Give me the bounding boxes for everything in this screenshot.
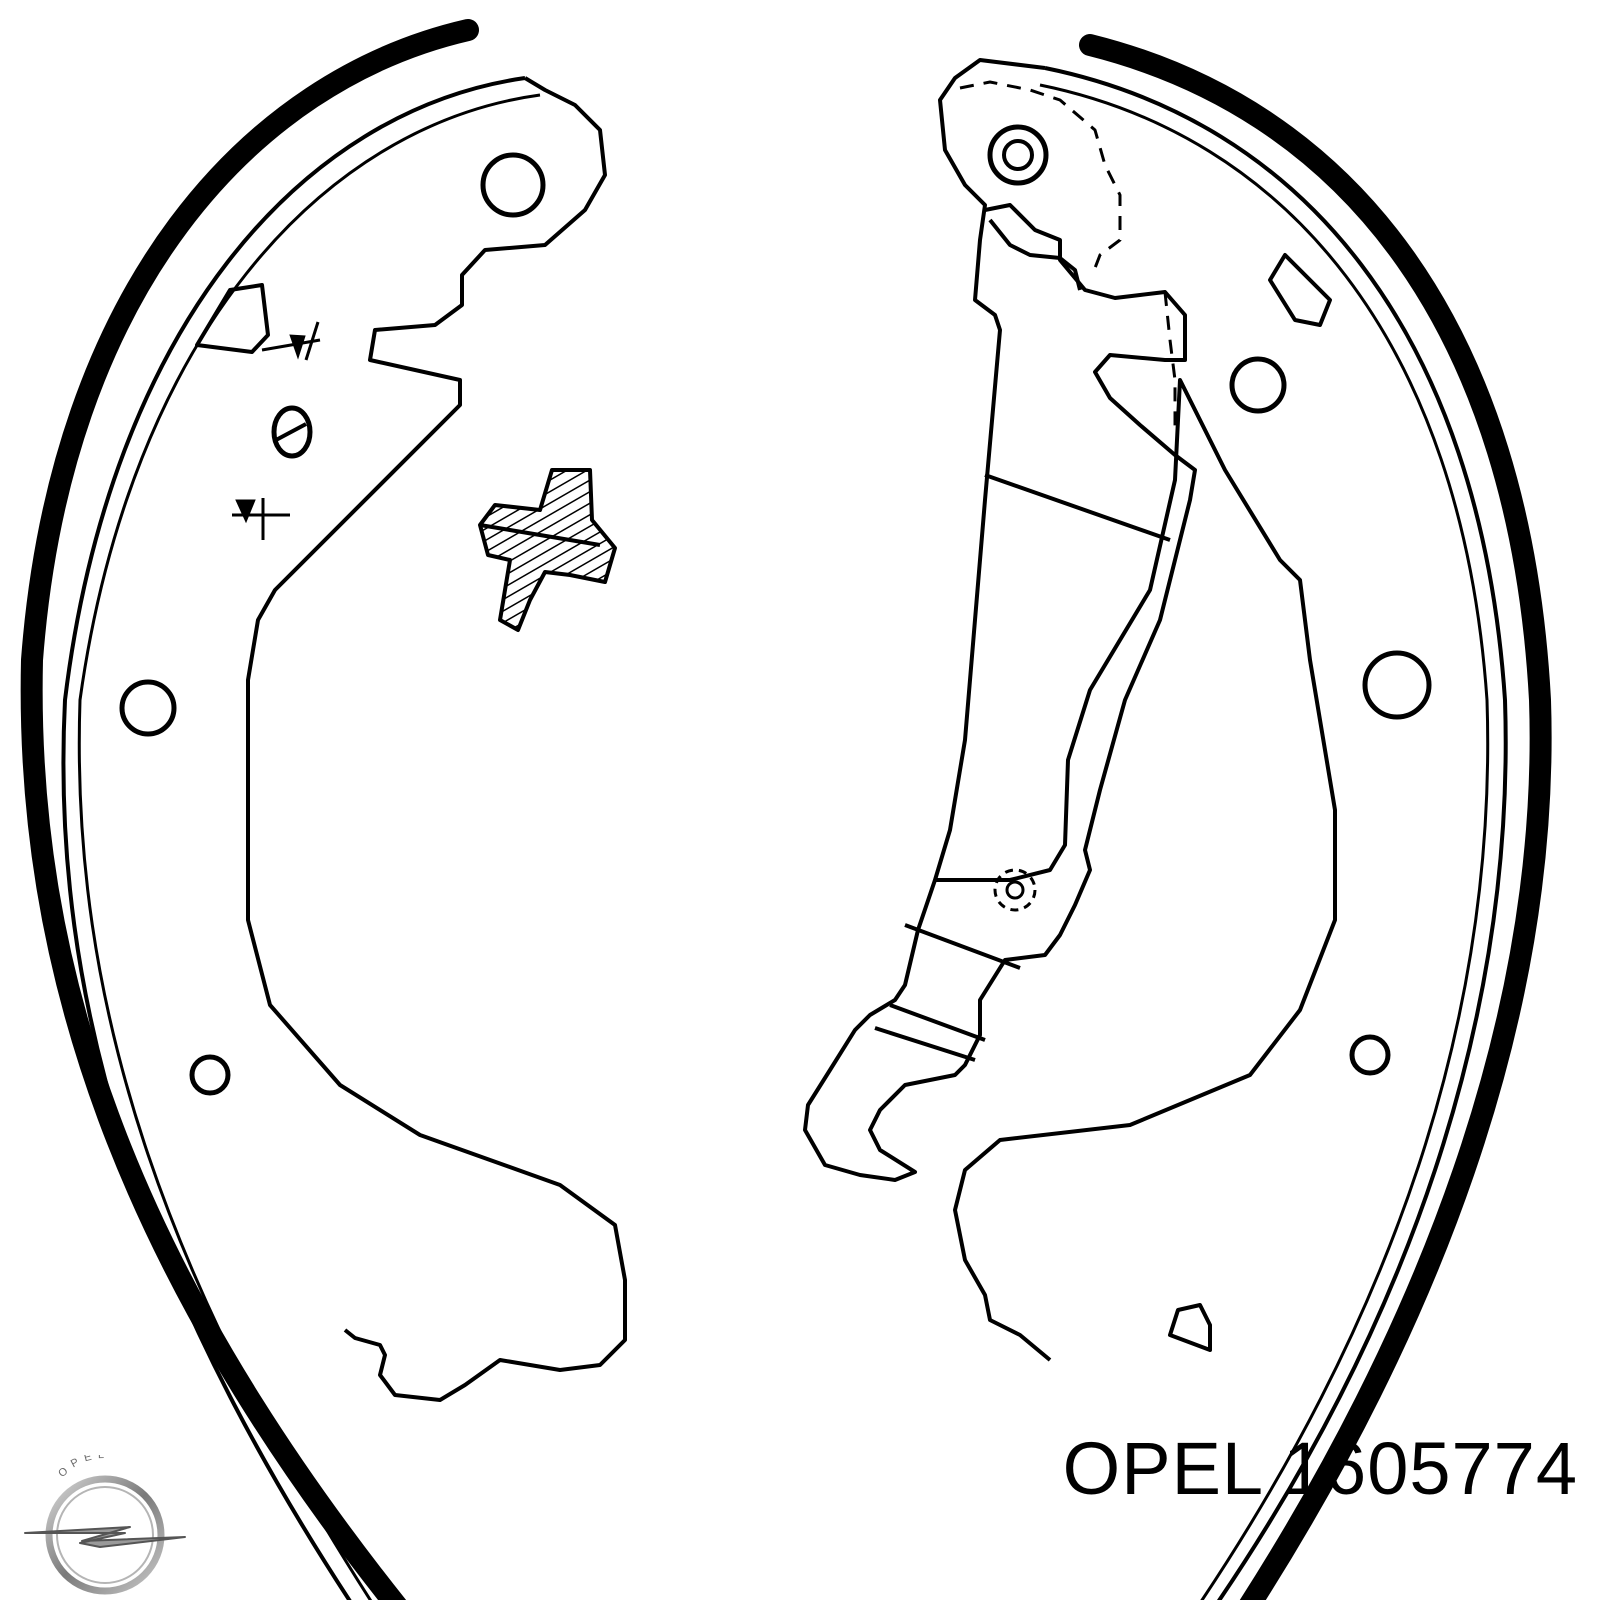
- part-number: 1605774: [1282, 1427, 1578, 1510]
- part-label: OPEL 1605774: [1063, 1432, 1578, 1506]
- left-shoe-rim: [61, 76, 526, 1600]
- left-lining: [20, 19, 479, 1600]
- adjuster-star-wheel: [478, 468, 617, 632]
- left-hole-mid: [119, 679, 177, 737]
- right-hole-upper: [1229, 356, 1287, 414]
- right-brake-shoe: [933, 34, 1552, 1600]
- right-hole-mid: [1362, 650, 1432, 720]
- right-shoe-web: [933, 58, 1337, 1362]
- right-shoe-rim: [1044, 66, 1508, 1600]
- parking-brake-lever: [803, 80, 1197, 1182]
- left-hole-low: [189, 1054, 231, 1096]
- right-lining: [1079, 34, 1552, 1600]
- right-hole-low: [1349, 1034, 1391, 1076]
- brand-name: OPEL: [1062, 1427, 1262, 1510]
- left-brake-shoe: [20, 19, 627, 1600]
- opel-blitz-logo-icon: OPEL: [24, 1455, 186, 1595]
- left-pivot-hole: [480, 152, 546, 218]
- left-shoe-web: [246, 76, 627, 1402]
- right-pivot-hole: [987, 124, 1049, 186]
